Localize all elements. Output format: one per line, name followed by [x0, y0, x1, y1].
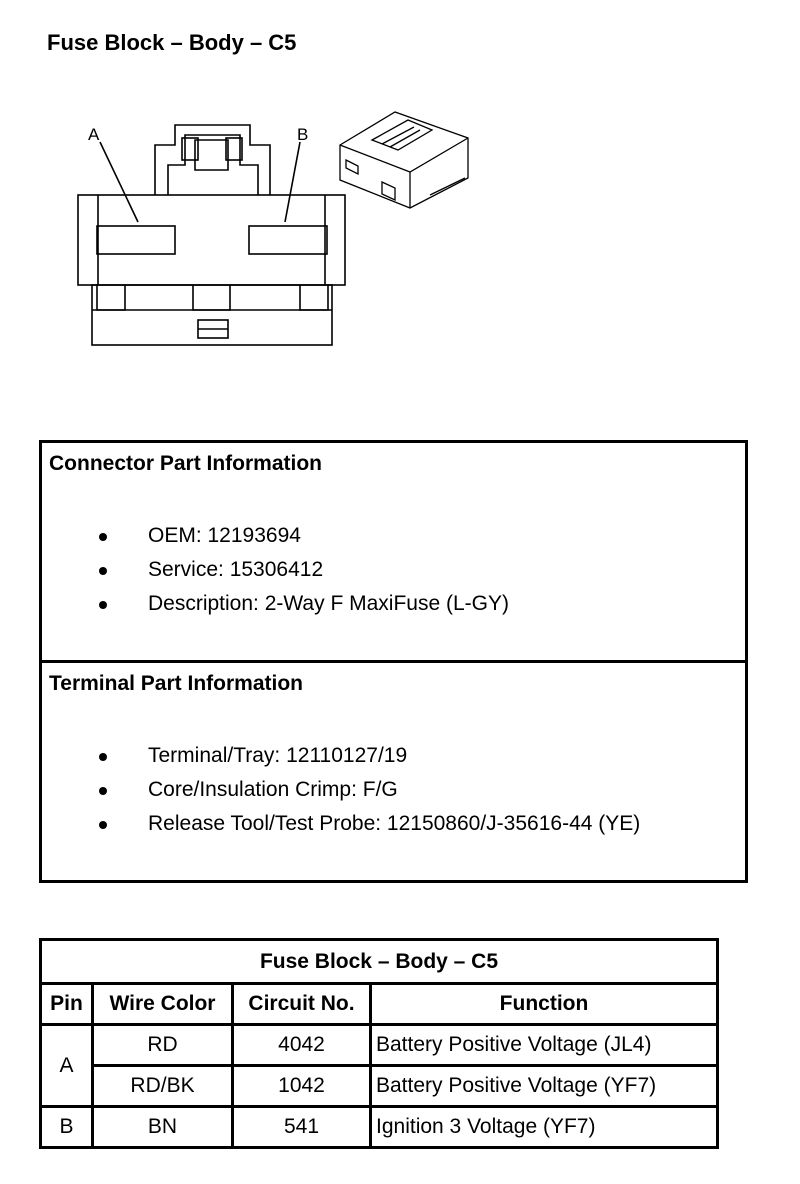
- connector-info-list: OEM: 12193694 Service: 15306412 Descript…: [42, 519, 509, 621]
- table-row: A RD 4042 Battery Positive Voltage (JL4): [39, 1023, 719, 1108]
- list-item: OEM: 12193694: [42, 519, 509, 553]
- connector-iso-view: [339, 111, 469, 209]
- list-item: Service: 15306412: [42, 553, 509, 587]
- terminal-info-list: Terminal/Tray: 12110127/19 Core/Insulati…: [42, 739, 640, 841]
- connector-face-view: [77, 124, 346, 346]
- pinout-table: Fuse Block – Body – C5 Pin Wire Color Ci…: [39, 938, 719, 1149]
- circuit-cell: 1042: [231, 1064, 372, 1108]
- col-header-circuit: Circuit No.: [231, 982, 372, 1026]
- list-item: Release Tool/Test Probe: 12150860/J-3561…: [42, 807, 640, 841]
- pin-a-label: A: [88, 125, 100, 144]
- table-row: B BN 541 Ignition 3 Voltage (YF7): [39, 1105, 719, 1149]
- wire-color-cell: BN: [91, 1105, 234, 1149]
- function-cell: Ignition 3 Voltage (YF7): [369, 1105, 719, 1149]
- table-row: RD/BK 1042 Battery Positive Voltage (YF7…: [41, 1064, 719, 1108]
- pin-cell: A: [39, 1023, 94, 1108]
- circuit-cell: 541: [231, 1105, 372, 1149]
- pin-b-label: B: [297, 125, 308, 144]
- list-item: Core/Insulation Crimp: F/G: [42, 773, 640, 807]
- connector-part-info: Connector Part Information OEM: 12193694…: [42, 443, 745, 663]
- circuit-cell: 4042: [231, 1023, 372, 1067]
- pin-cell: B: [39, 1105, 94, 1149]
- part-info-box: Connector Part Information OEM: 12193694…: [39, 440, 748, 883]
- connector-diagram: A B: [77, 111, 469, 346]
- list-item: Description: 2-Way F MaxiFuse (L-GY): [42, 587, 509, 621]
- wire-color-cell: RD/BK: [91, 1064, 234, 1108]
- col-header-pin: Pin: [39, 982, 94, 1026]
- terminal-info-heading: Terminal Part Information: [49, 672, 303, 695]
- table-caption: Fuse Block – Body – C5: [39, 938, 719, 985]
- function-cell: Battery Positive Voltage (JL4): [369, 1023, 719, 1067]
- terminal-part-info: Terminal Part Information Terminal/Tray:…: [42, 663, 745, 880]
- page-title: Fuse Block – Body – C5: [47, 30, 297, 55]
- table-header-row: Pin Wire Color Circuit No. Function: [39, 982, 719, 1026]
- col-header-function: Function: [369, 982, 719, 1026]
- wire-color-cell: RD: [91, 1023, 234, 1067]
- col-header-wire-color: Wire Color: [91, 982, 234, 1026]
- function-cell: Battery Positive Voltage (YF7): [369, 1064, 719, 1108]
- connector-info-heading: Connector Part Information: [49, 452, 323, 475]
- list-item: Terminal/Tray: 12110127/19: [42, 739, 640, 773]
